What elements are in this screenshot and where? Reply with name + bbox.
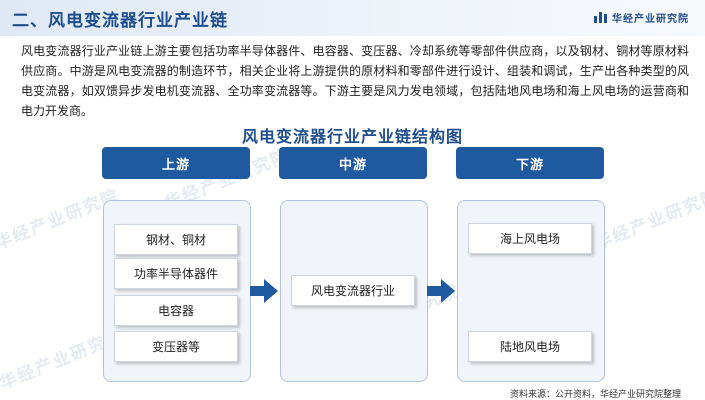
upstream-panel: 钢材、铜材 功率半导体器件 电容器 变压器等 xyxy=(103,200,251,382)
stage-header-upstream: 上游 xyxy=(102,147,250,179)
section-header-bar xyxy=(0,0,705,36)
brand: 华经产业研究院 xyxy=(594,10,689,25)
brand-name: 华经产业研究院 xyxy=(612,14,689,25)
upstream-node: 钢材、铜材 xyxy=(114,224,238,255)
upstream-node: 功率半导体器件 xyxy=(114,258,238,289)
midstream-panel: 风电变流器行业 xyxy=(280,200,428,382)
section-title: 二、风电变流器行业产业链 xyxy=(12,11,228,30)
brand-logo-icon xyxy=(594,12,607,23)
downstream-node: 海上风电场 xyxy=(468,223,592,254)
downstream-node: 陆地风电场 xyxy=(468,331,592,362)
diagram-title: 风电变流器行业产业链结构图 xyxy=(241,129,463,146)
stage-header-downstream: 下游 xyxy=(456,147,604,179)
upstream-node: 变压器等 xyxy=(114,331,238,362)
midstream-node: 风电变流器行业 xyxy=(291,275,415,306)
right-arrow-icon xyxy=(250,279,278,303)
stage-header-midstream: 中游 xyxy=(279,147,427,179)
watermark: 华经产业研究院 xyxy=(592,185,705,254)
source-note: 资料来源：公开资料，华经产业研究院整理 xyxy=(509,389,681,399)
intro-paragraph: 风电变流器行业产业链上游主要包括功率半导体器件、电容器、变压器、冷却系统等零部件… xyxy=(21,44,689,118)
upstream-node: 电容器 xyxy=(114,295,238,326)
right-arrow-icon xyxy=(427,279,455,303)
downstream-panel: 海上风电场 陆地风电场 xyxy=(457,200,605,382)
